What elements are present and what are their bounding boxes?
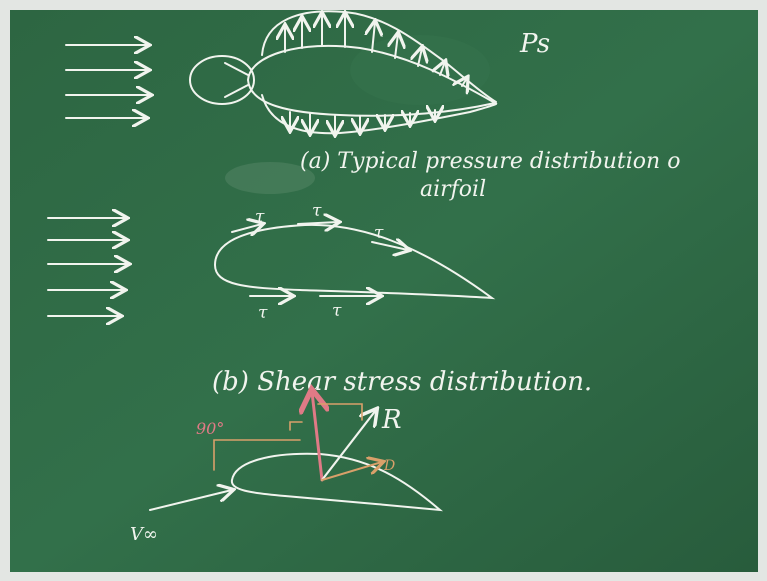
- tau-label-5: τ: [332, 301, 342, 321]
- resultant-label: R: [381, 405, 402, 435]
- caption-a-line2: airfoil: [420, 177, 486, 202]
- pressure-diagram: [65, 11, 498, 134]
- tau-label-2: τ: [312, 201, 322, 221]
- v-inf-label: V∞: [130, 524, 158, 545]
- chalkboard-surface: [10, 10, 758, 572]
- drag-label: D: [383, 458, 395, 474]
- tau-label-1: τ: [255, 207, 265, 227]
- ps-label: Ps: [519, 29, 550, 59]
- force-diagram: [149, 392, 444, 512]
- angle-label: 90°: [196, 419, 224, 438]
- tau-label-4: τ: [258, 303, 268, 323]
- caption-b: (b) Shear stress distribution.: [212, 367, 592, 397]
- tau-label-3: τ: [374, 223, 384, 243]
- shear-diagram: [47, 218, 496, 316]
- caption-a-line1: (a) Typical pressure distribution o: [300, 149, 680, 174]
- eraser-smudge: [225, 162, 315, 194]
